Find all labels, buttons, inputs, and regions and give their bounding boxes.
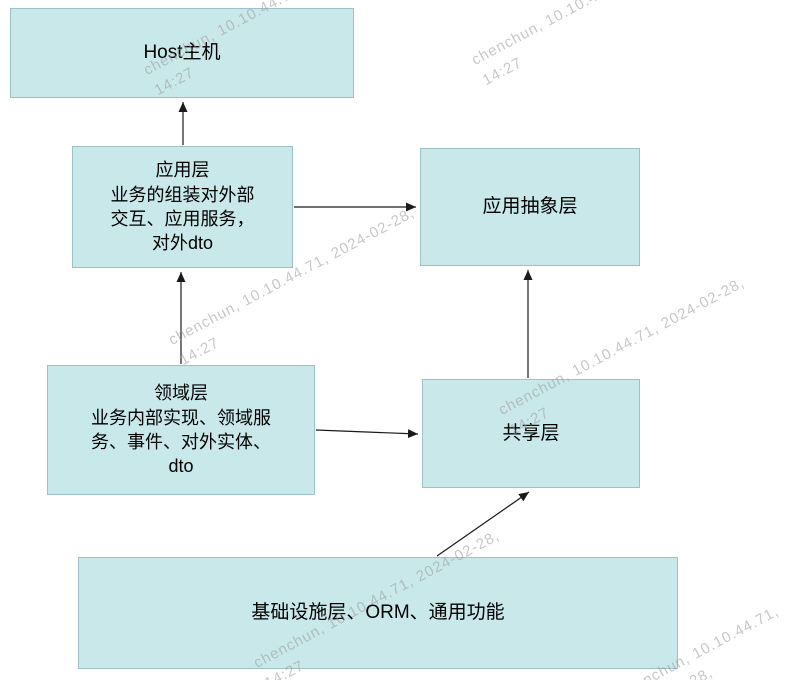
box-application-layer: 应用层 业务的组装对外部 交互、应用服务， 对外dto	[72, 146, 293, 268]
watermark-text: chenchun, 10.10.44.71, 2024-02-28, 14:27	[468, 0, 635, 89]
box-domain-layer: 领域层 业务内部实现、领域服 务、事件、对外实体、 dto	[47, 365, 315, 495]
box-shared-layer: 共享层	[422, 379, 640, 488]
box-infrastructure-layer: 基础设施层、ORM、通用功能	[78, 557, 678, 669]
box-host: Host主机	[10, 8, 354, 98]
box-application-layer-label: 应用层 业务的组装对外部 交互、应用服务， 对外dto	[110, 160, 255, 254]
box-infrastructure-layer-label: 基础设施层、ORM、通用功能	[251, 602, 505, 624]
box-domain-layer-label: 领域层 业务内部实现、领域服 务、事件、对外实体、 dto	[91, 383, 271, 477]
box-application-abstract-layer-label: 应用抽象层	[482, 196, 578, 218]
arrow-infrastructure-to-shared	[436, 491, 530, 557]
box-host-label: Host主机	[143, 42, 221, 64]
box-application-abstract-layer: 应用抽象层	[420, 148, 640, 266]
box-shared-layer-label: 共享层	[502, 422, 560, 444]
arrow-domain-to-shared	[315, 429, 419, 439]
